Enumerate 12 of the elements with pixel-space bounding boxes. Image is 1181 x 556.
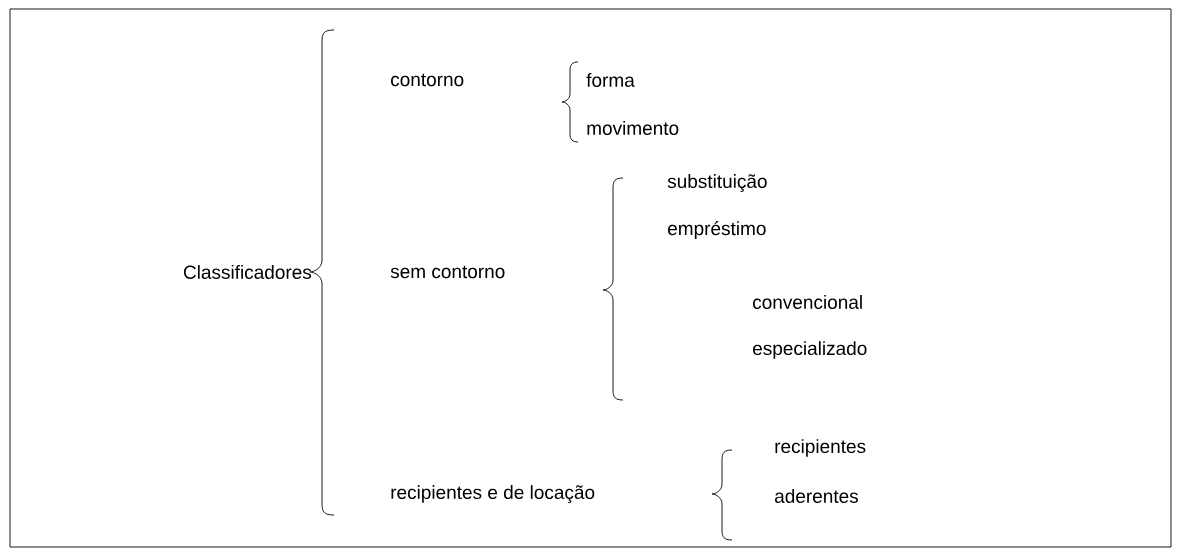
label-text: movimento xyxy=(587,121,679,135)
label-text: recipientes e de locação xyxy=(391,485,595,503)
label-text: substituição xyxy=(667,174,767,192)
label-text: recipientes xyxy=(775,439,866,457)
label-text: Classificadores xyxy=(183,265,312,279)
label-text: convencional xyxy=(753,295,862,309)
label-text: contorno xyxy=(391,73,464,87)
label-text: especializado xyxy=(753,341,867,359)
label-text: empréstimo xyxy=(668,221,766,239)
label-text: forma xyxy=(586,73,635,87)
label-text: aderentes xyxy=(775,489,858,503)
label-text: sem contorno xyxy=(390,265,505,279)
